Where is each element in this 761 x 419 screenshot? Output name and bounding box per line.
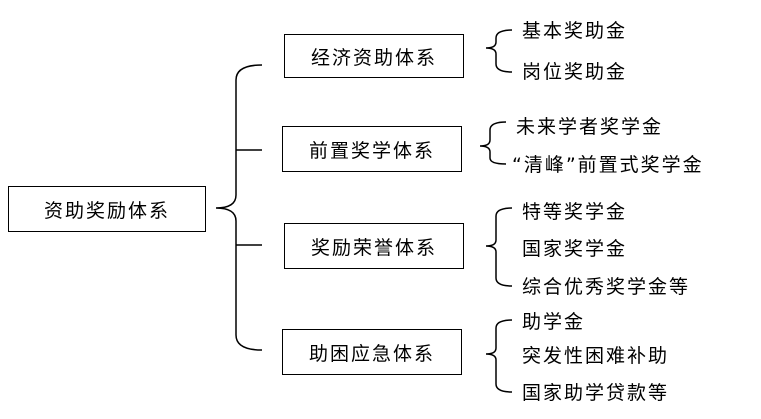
branch-label: 经济资助体系 <box>310 46 437 69</box>
branch-node-emergency: 助困应急体系 <box>282 329 462 375</box>
leaf-item: 突发性困难补助 <box>522 345 670 367</box>
branch3-bracket <box>485 207 513 287</box>
leaf-item: 综合优秀奖学金等 <box>522 276 691 298</box>
branch4-bracket <box>485 319 513 393</box>
leaf-item: 岗位奖助金 <box>522 61 628 83</box>
root-node: 资助奖励体系 <box>8 186 206 232</box>
branch-node-economic-aid: 经济资助体系 <box>284 34 464 78</box>
leaf-item: “清峰”前置式奖学金 <box>512 154 704 176</box>
branch1-bracket <box>485 29 513 73</box>
leaf-item: 助学金 <box>522 311 586 333</box>
leaf-item: 国家奖学金 <box>522 238 628 260</box>
branch-label: 奖励荣誉体系 <box>310 236 437 259</box>
branch-node-pre-scholarship: 前置奖学体系 <box>282 126 462 172</box>
leaf-item: 基本奖助金 <box>522 20 628 42</box>
leaf-item: 未来学者奖学金 <box>516 116 664 138</box>
branch2-bracket <box>479 121 507 165</box>
main-bracket <box>215 64 263 351</box>
root-label: 资助奖励体系 <box>43 199 170 222</box>
branch-label: 前置奖学体系 <box>308 139 435 162</box>
leaf-item: 国家助学贷款等 <box>522 382 670 404</box>
branch-label: 助困应急体系 <box>308 342 435 365</box>
leaf-item: 特等奖学金 <box>522 201 628 223</box>
branch-node-honor: 奖励荣誉体系 <box>284 223 464 269</box>
